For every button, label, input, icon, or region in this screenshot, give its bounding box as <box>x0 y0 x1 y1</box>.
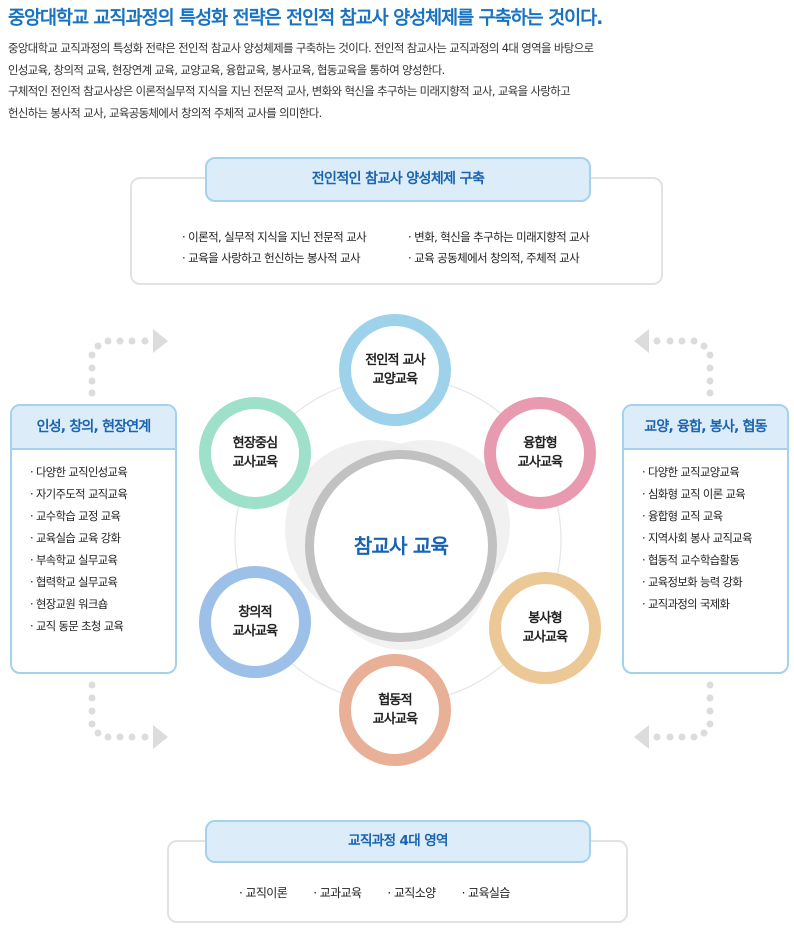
circle-label: 교사교육 <box>517 455 563 470</box>
circle-label: 교양교육 <box>372 372 418 387</box>
intro-line: 구체적인 전인적 참교사상은 이론적실무적 지식을 지닌 전문적 교사, 변화와… <box>8 84 571 98</box>
right-box-item: · 다양한 교직교양교육 <box>642 466 740 479</box>
dotted-arrow-bottom-left <box>88 681 168 749</box>
right-box-item: · 교직과정의 국제화 <box>642 598 730 611</box>
intro-paragraph: 중앙대학교 교직과정의 특성화 전략은 전인적 참교사 양성체제를 구축하는 것… <box>8 38 594 124</box>
right-box-item: · 지역사회 봉사 교직교육 <box>642 532 753 545</box>
bottom-box-header: 교직과정 4대 영역 <box>205 820 591 863</box>
circle-label: 교사교육 <box>372 712 418 727</box>
left-box-item: · 현장교원 워크숍 <box>30 598 108 611</box>
bottom-box-item: · 교직이론 <box>239 886 288 900</box>
top-box-item: · 이론적, 실무적 지식을 지닌 전문적 교사 <box>182 230 367 244</box>
intro-line: 인성교육, 창의적 교육, 현장연계 교육, 교양교육, 융합교육, 봉사교육,… <box>8 62 445 77</box>
right-box-item: · 교육정보화 능력 강화 <box>642 576 743 589</box>
right-box-item: · 협동적 교수학습활동 <box>642 554 740 567</box>
center-label: 참교사 교육 <box>353 533 449 558</box>
left-box-item: · 교육실습 교육 강화 <box>30 532 121 545</box>
top-box-item: · 변화, 혁신을 추구하는 미래지향적 교사 <box>408 230 590 244</box>
bottom-box-item: · 교육실습 <box>461 886 511 900</box>
left-box-header: 인성, 창의, 현장연계 <box>12 406 175 450</box>
dotted-arrow-top-left <box>88 329 168 397</box>
right-box-item: · 융합형 교직 교육 <box>642 510 723 523</box>
circle-label: 교사교육 <box>232 455 278 470</box>
bottom-box-item: · 교과교육 <box>313 886 362 900</box>
right-box: 교양, 융합, 봉사, 협동 · 다양한 교직교양교육 · 심화형 교직 이론 … <box>622 404 789 674</box>
left-box: 인성, 창의, 현장연계 · 다양한 교직인성교육 · 자기주도적 교직교육 ·… <box>10 404 177 674</box>
left-box-item: · 자기주도적 교직교육 <box>30 488 128 501</box>
left-box-item: · 교수학습 교정 교육 <box>30 510 121 523</box>
top-box-item: · 교육을 사랑하고 헌신하는 봉사적 교사 <box>182 251 361 265</box>
left-box-item: · 교직 동문 초청 교육 <box>30 620 124 633</box>
center-circle: 참교사 교육 <box>305 450 497 642</box>
page-title: 중앙대학교 교직과정의 특성화 전략은 전인적 참교사 양성체제를 구축하는 것… <box>8 8 603 29</box>
left-box-item: · 협력학교 실무교육 <box>30 576 118 589</box>
circle-label: 봉사형 <box>528 611 562 626</box>
top-box-header: 전인적인 참교사 양성체제 구축 <box>205 157 591 202</box>
circle-label: 협동적 <box>378 693 412 708</box>
top-box-item: · 교육 공동체에서 창의적, 주체적 교사 <box>408 251 580 265</box>
intro-line: 중앙대학교 교직과정의 특성화 전략은 전인적 참교사 양성체제를 구축하는 것… <box>8 41 594 55</box>
dotted-arrow-bottom-right <box>634 681 714 749</box>
left-box-item: · 다양한 교직인성교육 <box>30 466 128 479</box>
circle-label: 창의적 <box>238 605 272 620</box>
dotted-arrow-top-right <box>634 329 714 397</box>
circle-label: 현장중심 <box>232 436 278 451</box>
circle-label: 교사교육 <box>232 624 278 639</box>
right-box-header: 교양, 융합, 봉사, 협동 <box>624 406 787 450</box>
circle-label: 전인적 교사 <box>365 353 425 368</box>
circle-label: 교사교육 <box>522 630 568 645</box>
bottom-box-item: · 교직소양 <box>387 886 436 900</box>
intro-line: 헌신하는 봉사적 교사, 교육공동체에서 창의적 주체적 교사를 의미한다. <box>8 105 322 120</box>
left-box-item: · 부속학교 실무교육 <box>30 554 118 567</box>
right-box-item: · 심화형 교직 이론 교육 <box>642 488 746 501</box>
circle-label: 융합형 <box>523 436 557 451</box>
